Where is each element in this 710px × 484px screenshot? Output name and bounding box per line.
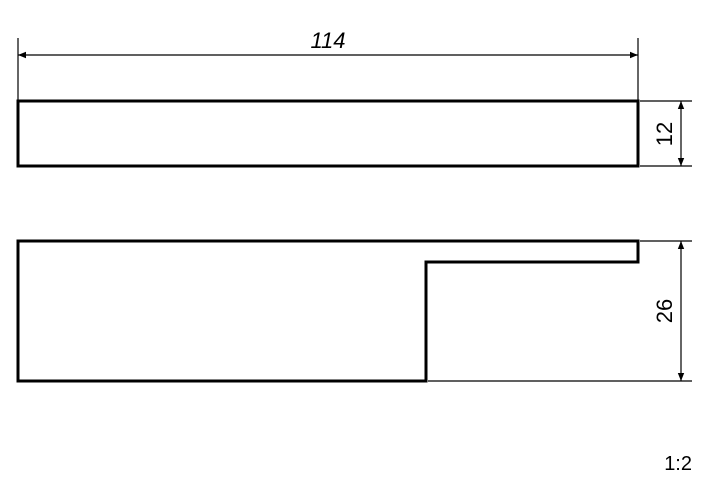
scale-label: 1:2: [664, 453, 692, 475]
front-height-dimension-label: 26: [652, 299, 677, 323]
top-view-outline: [16, 99, 640, 168]
top-height-dimension-label: 12: [652, 122, 677, 146]
width-dimension-label: 114: [310, 28, 345, 53]
front-view-outline: [16, 239, 640, 383]
